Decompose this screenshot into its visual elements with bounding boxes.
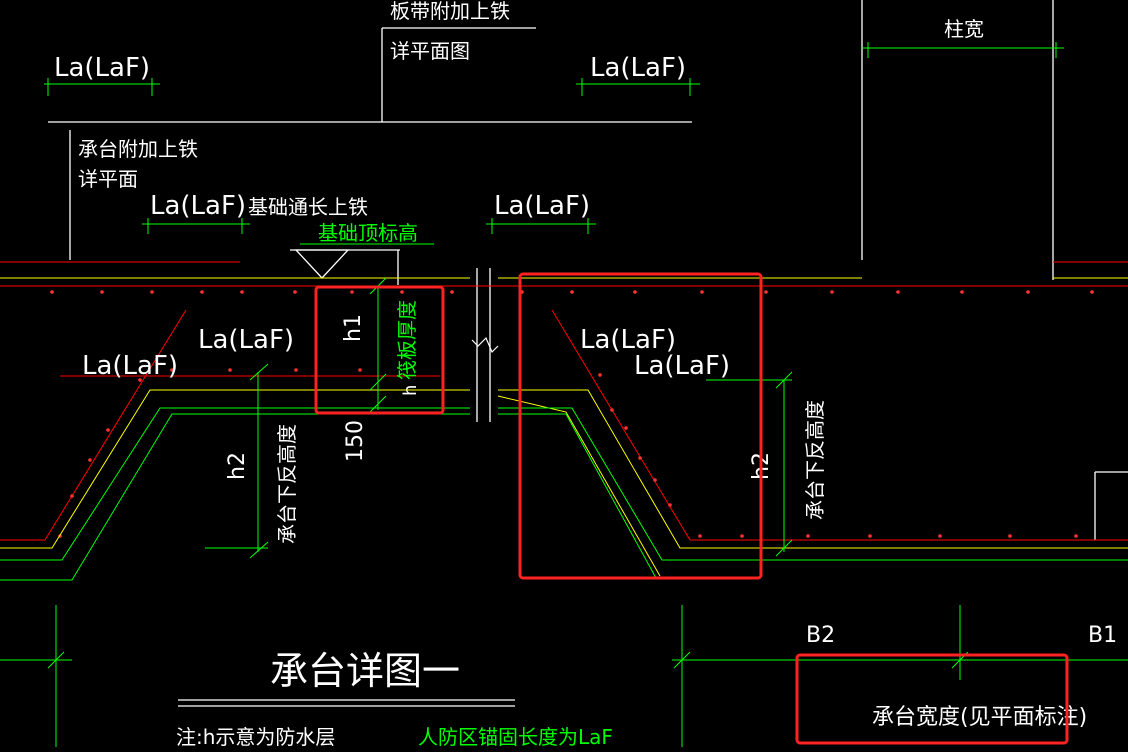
cap-add-top-rebar-ref: 详平面 bbox=[78, 167, 138, 191]
la-top-left-label: La(LaF) bbox=[54, 53, 150, 83]
b2-label: B2 bbox=[806, 623, 835, 648]
white-labels: La(LaF) La(LaF) La(LaF) La(LaF) La(LaF) … bbox=[54, 53, 730, 381]
cap-width-label: 承台宽度(见平面标注) bbox=[872, 705, 1087, 730]
la-mid-left-label: La(LaF) bbox=[150, 191, 246, 221]
note-left-label: 注:h示意为防水层 bbox=[176, 725, 335, 747]
b1-label: B1 bbox=[1088, 623, 1117, 648]
highlight-box-slope bbox=[518, 272, 763, 580]
la-slope-left-lower-label: La(LaF) bbox=[82, 351, 178, 381]
column-width-label: 柱宽 bbox=[944, 17, 984, 41]
la-slope-right-lower-label: La(LaF) bbox=[634, 351, 730, 381]
note-right-label: 人防区锚固长度为LaF bbox=[418, 725, 613, 747]
cap-drop-height-right-label: 承台下反高度 bbox=[803, 400, 827, 520]
h1-label: h1 bbox=[341, 314, 366, 342]
la-slope-left-upper-label: La(LaF) bbox=[198, 325, 294, 355]
cap-drop-height-left-label: 承台下反高度 bbox=[275, 424, 299, 544]
structure-lines bbox=[48, 0, 1128, 707]
dim-150-label: 150 bbox=[343, 420, 368, 462]
raft-thickness-label: 筏板厚度 bbox=[395, 300, 419, 380]
yellow-lines bbox=[0, 277, 1128, 577]
slab-add-top-rebar-label: 板带附加上铁 bbox=[390, 0, 510, 23]
la-top-mid-label: La(LaF) bbox=[590, 53, 686, 83]
highlight-box-cap-width bbox=[795, 653, 1069, 745]
rebar-dots bbox=[50, 290, 1094, 538]
la-mid-center-label: La(LaF) bbox=[494, 191, 590, 221]
highlight-boxes bbox=[314, 272, 1069, 745]
break-symbol-icon bbox=[471, 336, 499, 354]
drawing-title: 承台详图一 bbox=[270, 649, 460, 693]
la-slope-right-upper-label: La(LaF) bbox=[580, 325, 676, 355]
h2-left-label: h2 bbox=[225, 452, 250, 480]
cap-add-top-rebar-label: 承台附加上铁 bbox=[78, 137, 198, 161]
foundation-top-elevation-label: 基础顶标高 bbox=[318, 221, 418, 245]
red-lines bbox=[0, 261, 1128, 541]
white-cn-labels: 板带附加上铁 详平面图 柱宽 承台附加上铁 详平面 基础通长上铁 B2 B1 承… bbox=[78, 0, 1117, 749]
h-small-label: h bbox=[400, 385, 421, 396]
highlight-box-h1 bbox=[314, 285, 445, 415]
slab-add-top-rebar-ref: 详平面图 bbox=[390, 39, 470, 63]
foundation-top-rebar-label: 基础通长上铁 bbox=[248, 195, 368, 219]
